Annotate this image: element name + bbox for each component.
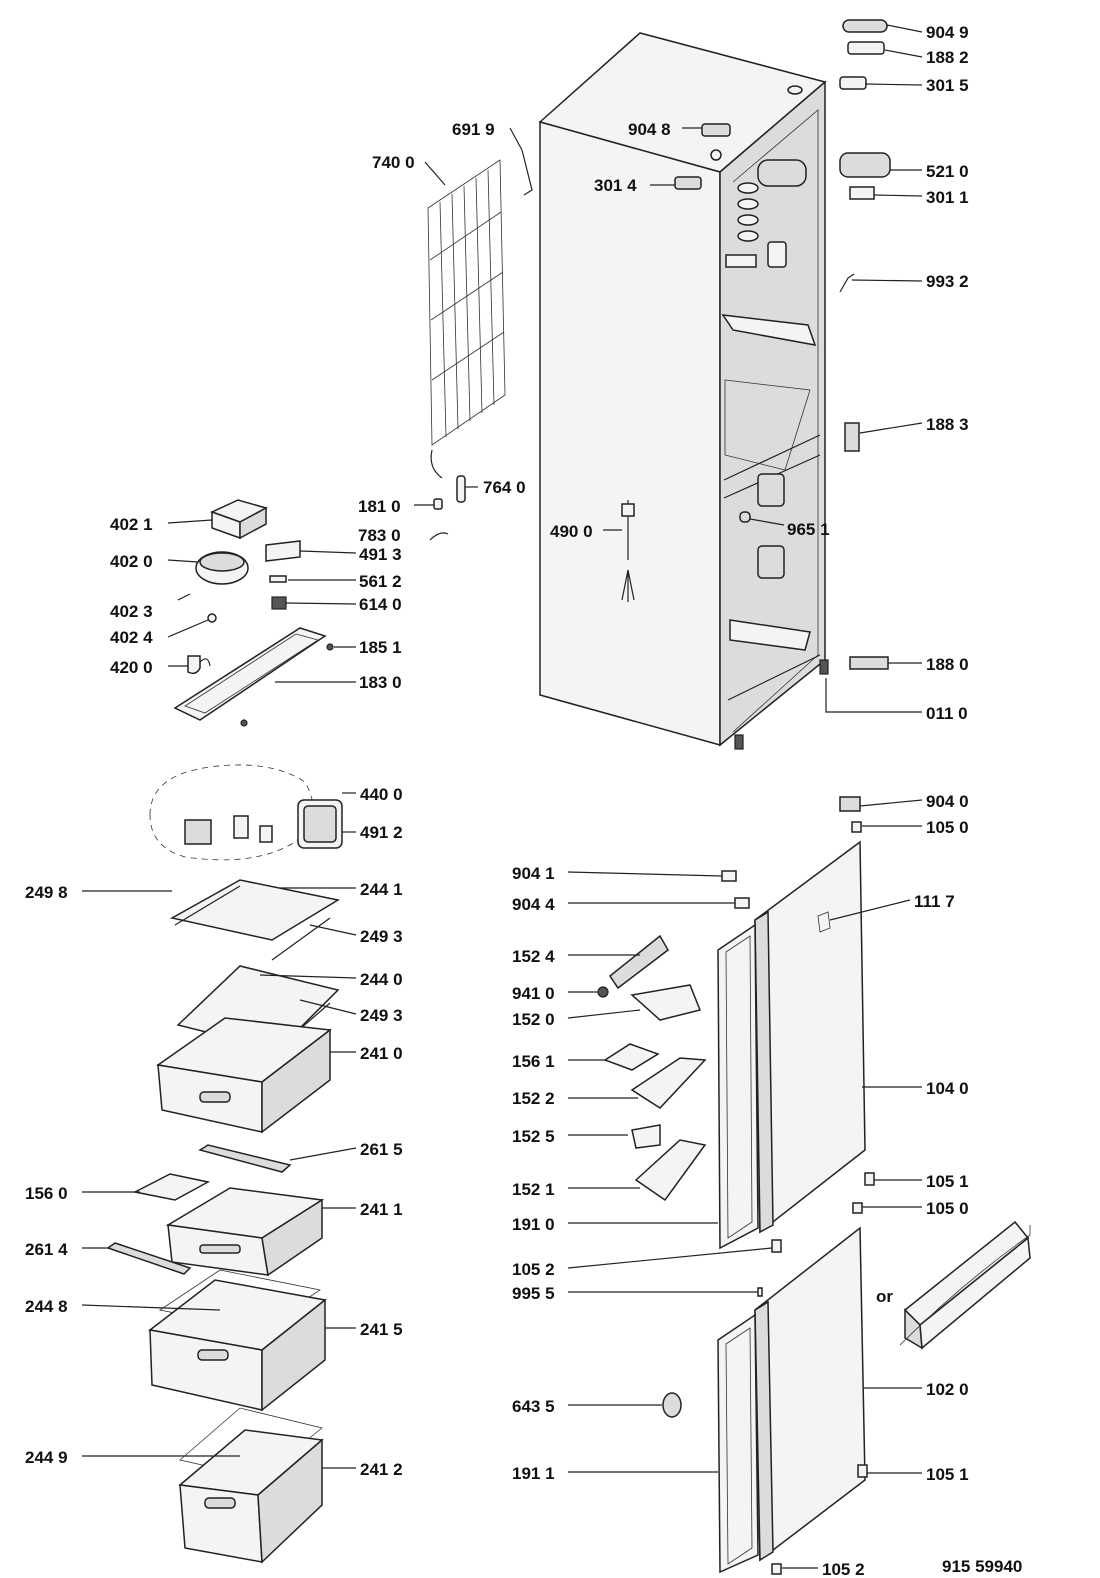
label-156-1: 156 1 [512, 1052, 555, 1071]
fan-assembly [149, 764, 343, 861]
label-244-9: 244 9 [25, 1448, 68, 1467]
label-241-0: 241 0 [360, 1044, 403, 1063]
label-402-4: 402 4 [110, 628, 153, 647]
label-152-2: 152 2 [512, 1089, 555, 1108]
label-521-0: 521 0 [926, 162, 969, 181]
label-402-3: 402 3 [110, 602, 153, 621]
label-993-2: 993 2 [926, 272, 969, 291]
label-740-0: 740 0 [372, 153, 415, 172]
label-156-0: 156 0 [25, 1184, 68, 1203]
label-402-0: 402 0 [110, 552, 153, 571]
label-105-1-upper: 105 1 [926, 1172, 969, 1191]
door-bins [597, 934, 707, 1202]
label-783-0: 783 0 [358, 526, 401, 545]
label-561-2: 561 2 [359, 572, 402, 591]
alternate-handle [899, 1220, 1031, 1350]
label-491-2: 491 2 [360, 823, 403, 842]
label-420-0: 420 0 [110, 658, 153, 677]
label-261-5: 261 5 [360, 1140, 403, 1159]
label-904-1: 904 1 [512, 864, 555, 883]
label-105-2-upper: 105 2 [512, 1260, 555, 1279]
label-491-3: 491 3 [359, 545, 402, 564]
label-244-0: 244 0 [360, 970, 403, 989]
label-941-0: 941 0 [512, 984, 555, 1003]
part-labels: 904 9 188 2 301 5 904 8 691 9 740 0 301 … [25, 23, 1022, 1578]
label-402-1: 402 1 [110, 515, 153, 534]
label-691-9: 691 9 [452, 120, 495, 139]
label-241-2: 241 2 [360, 1460, 403, 1479]
lower-door [662, 1226, 866, 1574]
label-241-1: 241 1 [360, 1200, 403, 1219]
label-188-0: 188 0 [926, 655, 969, 674]
label-643-5: 643 5 [512, 1397, 555, 1416]
label-102-0: 102 0 [926, 1380, 969, 1399]
rail-261-4 [106, 1242, 192, 1275]
label-241-5: 241 5 [360, 1320, 403, 1339]
label-181-0: 181 0 [358, 497, 401, 516]
label-191-1: 191 1 [512, 1464, 555, 1483]
label-105-0-mid: 105 0 [926, 1199, 969, 1218]
label-249-3-lower: 249 3 [360, 1006, 403, 1025]
condenser-grid [427, 159, 506, 479]
label-904-0: 904 0 [926, 792, 969, 811]
label-301-1: 301 1 [926, 188, 969, 207]
label-965-1: 965 1 [787, 520, 830, 539]
label-188-2: 188 2 [926, 48, 969, 67]
label-904-9: 904 9 [926, 23, 969, 42]
label-249-3-upper: 249 3 [360, 927, 403, 946]
document-number: 915 59940 [942, 1557, 1022, 1576]
label-152-4: 152 4 [512, 947, 555, 966]
label-614-0: 614 0 [359, 595, 402, 614]
label-188-3: 188 3 [926, 415, 969, 434]
label-105-2-lower: 105 2 [822, 1560, 865, 1578]
label-105-0-top: 105 0 [926, 818, 969, 837]
drawer-241-1 [165, 1187, 325, 1277]
or-label: or [876, 1287, 893, 1306]
label-152-1: 152 1 [512, 1180, 555, 1199]
label-152-5: 152 5 [512, 1127, 555, 1146]
upper-door [717, 840, 866, 1250]
shelf-244-1 [169, 879, 341, 961]
label-249-8: 249 8 [25, 883, 68, 902]
label-152-0: 152 0 [512, 1010, 555, 1029]
egg-tray-156-0 [132, 1173, 211, 1201]
rail-261-5 [198, 1144, 292, 1173]
label-995-5: 995 5 [512, 1284, 555, 1303]
label-185-1: 185 1 [359, 638, 402, 657]
label-244-1: 244 1 [360, 880, 403, 899]
label-244-8: 244 8 [25, 1297, 68, 1316]
label-111-7: 111 7 [914, 892, 955, 911]
label-301-4: 301 4 [594, 176, 637, 195]
drawer-241-0 [156, 1017, 332, 1134]
drawer-241-5 [148, 1279, 327, 1412]
door-hinges [721, 796, 875, 1575]
label-183-0: 183 0 [359, 673, 402, 692]
label-904-4: 904 4 [512, 895, 555, 914]
label-261-4: 261 4 [25, 1240, 68, 1259]
cabinet-body [538, 32, 829, 750]
leader-lines [81, 24, 923, 1569]
label-104-0: 104 0 [926, 1079, 969, 1098]
label-904-8: 904 8 [628, 120, 671, 139]
compressor-group [173, 499, 334, 727]
label-301-5: 301 5 [926, 76, 969, 95]
label-191-0: 191 0 [512, 1215, 555, 1234]
small-parts-top [429, 19, 891, 670]
label-105-1-lower: 105 1 [926, 1465, 969, 1484]
label-764-0: 764 0 [483, 478, 526, 497]
label-011-0: 011 0 [926, 704, 968, 723]
label-440-0: 440 0 [360, 785, 403, 804]
drawer-241-2 [178, 1429, 324, 1564]
label-490-0: 490 0 [550, 522, 593, 541]
